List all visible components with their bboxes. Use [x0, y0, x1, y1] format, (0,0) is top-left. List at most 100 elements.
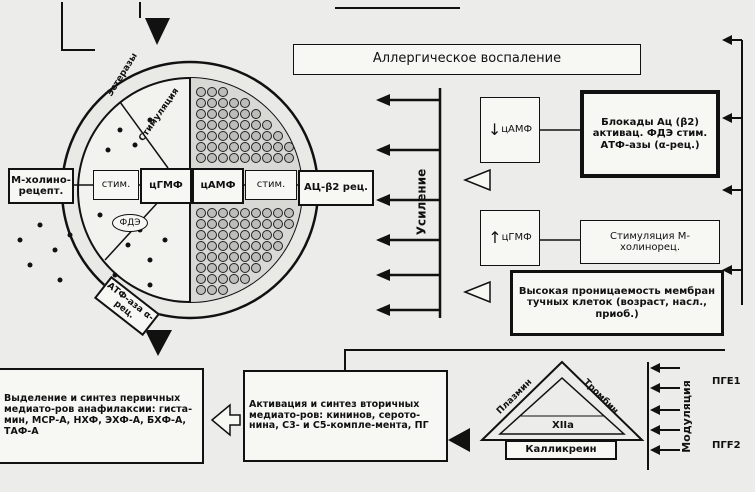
- granule: [284, 208, 294, 218]
- side-arrow-head: [722, 185, 732, 195]
- particle: [162, 237, 168, 243]
- down-arrow-bottom: [145, 330, 172, 356]
- granule: [218, 219, 228, 229]
- granule: [251, 120, 261, 130]
- granule: [240, 131, 250, 141]
- granule: [273, 219, 283, 229]
- granule: [284, 219, 294, 229]
- cgmp-box: цГМФ: [140, 168, 192, 204]
- granule: [229, 274, 239, 284]
- granule: [284, 142, 294, 152]
- granule: [218, 109, 228, 119]
- granule: [251, 241, 261, 251]
- amplification-arrow-head: [376, 269, 390, 281]
- granule: [251, 252, 261, 262]
- granule: [229, 263, 239, 273]
- granule: [207, 208, 217, 218]
- granules: [196, 87, 294, 295]
- granule: [196, 230, 206, 240]
- granule: [218, 252, 228, 262]
- granule: [273, 153, 283, 163]
- granule: [207, 87, 217, 97]
- granule: [207, 230, 217, 240]
- amplification-arrow-head: [376, 234, 390, 246]
- granule: [207, 153, 217, 163]
- amplification-arrows: [376, 94, 440, 316]
- membrane-permeability-box: Высокая проницаемость мембран тучных кле…: [510, 270, 724, 336]
- particle: [105, 147, 111, 153]
- granule: [207, 131, 217, 141]
- granule: [262, 252, 272, 262]
- granule: [240, 274, 250, 284]
- granule: [196, 241, 206, 251]
- granule: [196, 285, 206, 295]
- granule: [251, 263, 261, 273]
- granule: [207, 109, 217, 119]
- particle: [67, 232, 73, 238]
- granule: [218, 120, 228, 130]
- granule: [229, 241, 239, 251]
- down-arrow-icon: ↓: [487, 119, 502, 139]
- granule: [240, 241, 250, 251]
- granule: [207, 142, 217, 152]
- stim-left-box: стим.: [93, 170, 139, 200]
- granule: [284, 153, 294, 163]
- granule: [196, 153, 206, 163]
- granule: [251, 131, 261, 141]
- granule: [218, 263, 228, 273]
- granule: [196, 131, 206, 141]
- granule: [207, 219, 217, 229]
- blockade-box: Блокады Ац (β2) активац. ФДЭ стим. АТФ-а…: [580, 90, 720, 178]
- granule: [196, 120, 206, 130]
- granule: [218, 142, 228, 152]
- amplification-arrow-head: [376, 304, 390, 316]
- granule: [229, 109, 239, 119]
- granule: [207, 241, 217, 251]
- particle: [27, 262, 33, 268]
- fde-label: ФДЭ: [112, 214, 148, 232]
- granule: [207, 274, 217, 284]
- particle: [132, 142, 138, 148]
- granule: [207, 252, 217, 262]
- granule: [251, 142, 261, 152]
- granule: [218, 87, 228, 97]
- granule: [240, 263, 250, 273]
- granule: [251, 153, 261, 163]
- granule: [229, 120, 239, 130]
- amplification-label: Усиление: [414, 168, 429, 236]
- granule: [207, 285, 217, 295]
- hollow-arrow-2: [462, 280, 491, 304]
- granule: [218, 98, 228, 108]
- granule: [240, 120, 250, 130]
- granule: [218, 285, 228, 295]
- camp-box: цАМФ: [192, 168, 244, 204]
- granule: [218, 230, 228, 240]
- granule: [196, 98, 206, 108]
- granule: [196, 142, 206, 152]
- xiia-label: XIIa: [552, 420, 574, 431]
- granule: [273, 142, 283, 152]
- modulation-arrow-head: [650, 445, 660, 455]
- granule: [251, 219, 261, 229]
- granule: [240, 109, 250, 119]
- particle: [147, 282, 153, 288]
- granule: [196, 219, 206, 229]
- particle: [112, 272, 118, 278]
- inhibition-arrows: [722, 35, 742, 275]
- granule: [196, 263, 206, 273]
- m-receptor-box: М-холино-рецепт.: [8, 168, 74, 204]
- granule: [229, 131, 239, 141]
- granule: [240, 153, 250, 163]
- granule: [273, 208, 283, 218]
- granule: [229, 153, 239, 163]
- particle: [147, 257, 153, 263]
- granule: [262, 142, 272, 152]
- granule: [240, 142, 250, 152]
- granule: [207, 120, 217, 130]
- up-arrow-icon: ↑: [488, 227, 502, 247]
- primary-mediators-box: Выделение и синтез первичных медиато-ров…: [0, 368, 204, 464]
- granule: [218, 208, 228, 218]
- granule: [240, 208, 250, 218]
- modulation-arrow-head: [650, 383, 660, 393]
- pge1-label: ПГЕ1: [712, 376, 741, 387]
